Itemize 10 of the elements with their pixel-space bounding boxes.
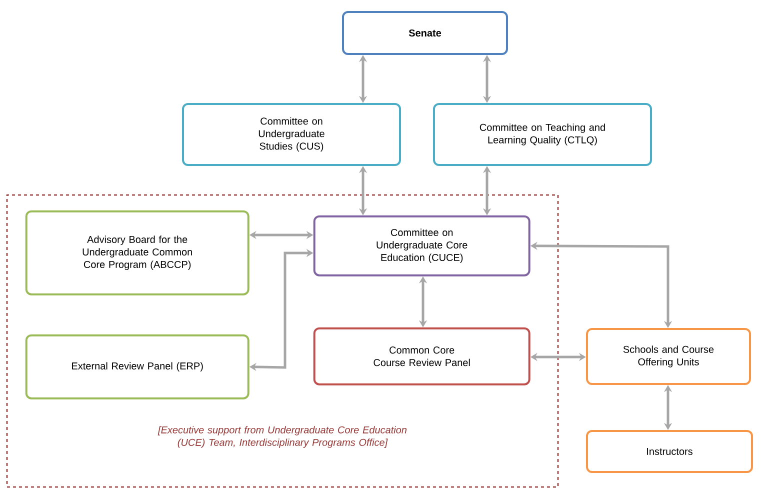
process-box: Committee on Undergraduate Core Education (CUCE) bbox=[313, 215, 530, 276]
process-box: Schools and Course Offering Units bbox=[586, 328, 751, 385]
process-box: Committee on Teaching and Learning Quality (CTLQ) bbox=[433, 103, 652, 166]
process-box: Senate bbox=[342, 11, 508, 55]
process-box: Common Core Course Review Panel bbox=[313, 327, 530, 386]
process-box: Advisory Board for the Undergraduate Common Core Program (ABCCP) bbox=[25, 210, 250, 296]
note-text: [Executive support from Undergraduate Core Education (UCE) Team, Interdisciplinary Programs Office] bbox=[158, 426, 407, 448]
process-box: External Review Panel (ERP) bbox=[25, 334, 250, 400]
process-box: Committee on Undergraduate Studies (CUS) bbox=[182, 103, 401, 166]
process-box: Instructors bbox=[586, 430, 753, 473]
